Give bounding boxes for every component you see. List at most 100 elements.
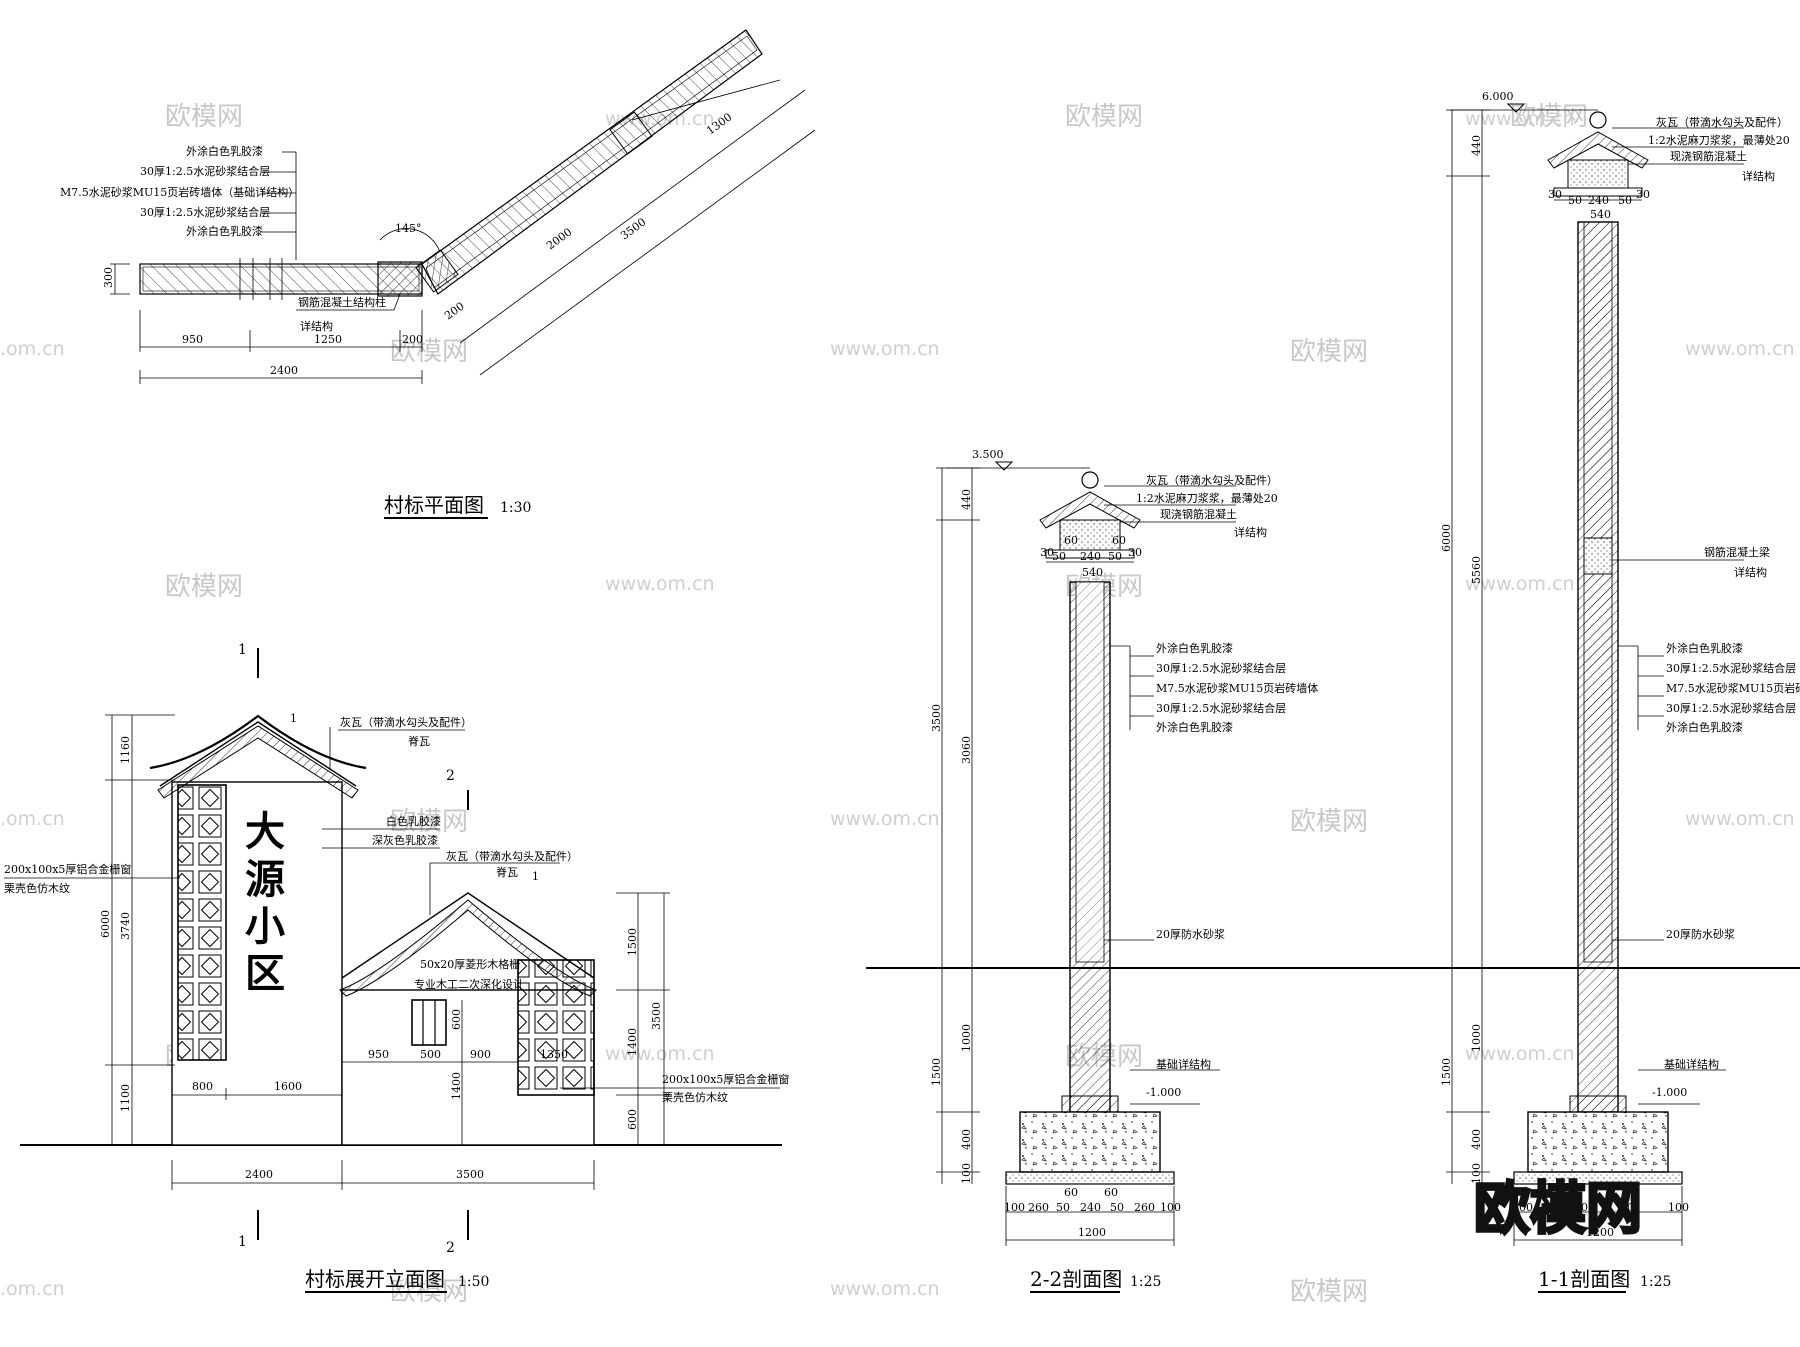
sign-char-3: 小 [245, 904, 285, 950]
elev-dim-600a: 600 [450, 1009, 463, 1030]
sec22-title: 2-2剖面图 [1030, 1267, 1122, 1291]
elev-slope-1: 1 [290, 712, 297, 725]
elevation-title: 村标展开立面图 [305, 1267, 445, 1291]
sec11-roof-4: 详结构 [1742, 169, 1775, 183]
sec22-base-3: 50 [1056, 1201, 1070, 1214]
elev-paint-white: 白色乳胶漆 [386, 814, 441, 828]
sec11-topdim-3: 240 [1588, 194, 1609, 207]
sec22-base-total: 1200 [1078, 1226, 1106, 1239]
watermark-logo: 欧模网 [1065, 102, 1143, 132]
elev-right-roof-label: 灰瓦（带滴水勾头及配件） [446, 849, 578, 863]
plan-label-5: 外涂白色乳胶漆 [186, 224, 263, 238]
watermark-url: www.om.cn [830, 1278, 940, 1300]
elev-right-lattice [517, 959, 595, 1096]
watermark-url: www.om.cn [1465, 1043, 1575, 1065]
watermark-logo: 欧模网 [1290, 337, 1368, 367]
sec11-layer-5: 外涂白色乳胶漆 [1666, 720, 1743, 734]
plan-label-4: 30厚1:2.5水泥砂浆结合层 [140, 205, 270, 219]
sec11-topdim-6: 540 [1590, 208, 1611, 221]
sec22-topdim-8: 540 [1082, 566, 1103, 579]
elev-dim-1100: 1100 [119, 1084, 132, 1112]
plan-dim-2400: 2400 [270, 364, 298, 377]
sec22-layer-3: M7.5水泥砂浆MU15页岩砖墙体 [1156, 681, 1318, 695]
sec11-elev-mark: 6.000 [1482, 90, 1514, 103]
sec22-scale: 1:25 [1130, 1274, 1161, 1290]
sec11-dim-1000: 1000 [1470, 1024, 1483, 1052]
sec11-topdim-4: 50 [1618, 194, 1632, 207]
watermark-logo: 欧模网 [165, 572, 243, 602]
sec22-topdim-5: 30 [1128, 546, 1142, 559]
sec11-base-3: 50 [1574, 1201, 1588, 1214]
elev-window-right-2: 栗壳色仿木纹 [662, 1090, 728, 1104]
watermark-url: www.om.cn [1685, 338, 1795, 360]
watermark-url: www.om.cn [830, 808, 940, 830]
elev-dim-1500: 1500 [626, 928, 639, 956]
elevation-scale: 1:50 [458, 1274, 489, 1290]
sec22-footing [1019, 1111, 1161, 1173]
sec11-roof-1: 灰瓦（带滴水勾头及配件） [1656, 115, 1788, 129]
plan-column [377, 261, 423, 297]
watermark-url: www.om.cn [1685, 808, 1795, 830]
sec22-elev-mark: 3.500 [972, 448, 1004, 461]
sec22-dim-400: 400 [960, 1129, 973, 1150]
plan-dim-200b: 200 [442, 300, 467, 323]
sec11-base-4: 50 [1620, 1201, 1634, 1214]
watermarks: 欧模网 欧模网 欧模网 欧模网 欧模网 欧模网 欧模网 欧模网 欧模网 欧模网 … [0, 102, 1795, 1307]
sec22-waterproof: 20厚防水砂浆 [1156, 927, 1225, 941]
plan-dim-3500: 3500 [618, 215, 648, 242]
sec22-layer-1: 外涂白色乳胶漆 [1156, 641, 1233, 655]
elev-small-window [411, 999, 447, 1046]
watermark-url: www.om.cn [830, 338, 940, 360]
watermark-url: www.om.cn [605, 1043, 715, 1065]
sec11-dim-6000: 6000 [1440, 524, 1453, 552]
elev-dim-3500w: 3500 [456, 1168, 484, 1181]
plan-label-2: 30厚1:2.5水泥砂浆结合层 [140, 164, 270, 178]
sec22-dim-3500: 3500 [930, 704, 943, 732]
watermark-url: www.om.cn [605, 573, 715, 595]
sec11-roof-2: 1:2水泥麻刀浆浆，最薄处20 [1648, 133, 1790, 147]
sec22-roof-3: 现浇钢筋混凝土 [1160, 507, 1237, 521]
sec22-dim-1500: 1500 [930, 1058, 943, 1086]
sec22-layer-2: 30厚1:2.5水泥砂浆结合层 [1156, 661, 1286, 675]
watermark-url: .om.cn [0, 808, 65, 830]
sec22-roof-1: 灰瓦（带滴水勾头及配件） [1146, 473, 1278, 487]
sec11-waterproof: 20厚防水砂浆 [1666, 927, 1735, 941]
sec22-topdim-2: 60 [1064, 534, 1078, 547]
sec22-dim-100: 100 [960, 1163, 973, 1184]
elev-dim-1400a: 1400 [450, 1072, 463, 1100]
elev-sec-mark-2-bottom: 2 [446, 1240, 455, 1256]
elev-sec-mark-1-top: 1 [238, 642, 247, 658]
section-1-1: 6.000 灰瓦（带滴水勾头及配件） 1:2水泥麻刀浆浆，最薄处20 现浇钢筋混… [1440, 90, 1800, 1293]
sec22-roof-2: 1:2水泥麻刀浆浆，最薄处20 [1136, 491, 1278, 505]
sec22-base-5: 240 [1080, 1201, 1101, 1214]
elev-dim-500: 500 [420, 1048, 441, 1061]
elev-window-left-1: 200x100x5厚铝合金栅窗 [4, 862, 131, 876]
elev-paint-dark: 深灰色乳胶漆 [372, 833, 438, 847]
sign-char-4: 区 [245, 951, 285, 997]
watermark-url: www.om.cn [1465, 108, 1575, 130]
sec22-topdim-6: 50 [1052, 550, 1066, 563]
sec11-base-1: 100 [1512, 1201, 1533, 1214]
plan-wall-angled [421, 29, 763, 295]
sec22-topdim-3: 240 [1080, 550, 1101, 563]
elevation-view: 1 1 2 2 大 源 小 区 灰瓦（带滴水勾头及配件） 脊瓦 白色乳胶漆 [4, 642, 789, 1293]
elev-right-ridge-label: 脊瓦 [496, 865, 518, 879]
sec11-title: 1-1剖面图 [1538, 1267, 1630, 1291]
plan-dim-2000: 2000 [544, 225, 574, 252]
watermark-url: .om.cn [0, 1278, 65, 1300]
elev-dim-950: 950 [368, 1048, 389, 1061]
sec22-dim-3060: 3060 [960, 736, 973, 764]
watermark-logo: 欧模网 [390, 337, 468, 367]
plan-dim-950: 950 [182, 333, 203, 346]
elev-dim-900: 900 [470, 1048, 491, 1061]
sec11-layer-3: M7.5水泥砂浆MU15页岩砖墙体 [1666, 681, 1800, 695]
elev-window-right-1: 200x100x5厚铝合金栅窗 [662, 1072, 789, 1086]
sec11-dim-100: 100 [1470, 1163, 1483, 1184]
sec11-found-elev: -1.000 [1652, 1086, 1687, 1099]
watermark-logo: 欧模网 [165, 102, 243, 132]
sec11-topdim-2: 50 [1568, 194, 1582, 207]
sec11-dim-400: 400 [1470, 1129, 1483, 1150]
plan-dim-300: 300 [102, 267, 115, 288]
plan-angle: 145° [395, 222, 422, 235]
elev-dim-3740: 3740 [119, 912, 132, 940]
